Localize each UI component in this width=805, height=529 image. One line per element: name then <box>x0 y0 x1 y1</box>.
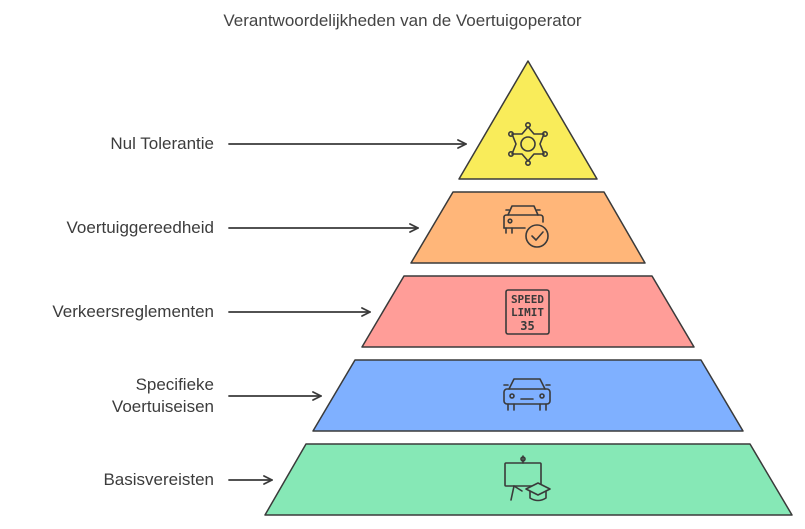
car-icon <box>503 378 551 411</box>
speed-sign-line2: LIMIT <box>511 306 544 319</box>
speed-sign-line3: 35 <box>520 319 534 333</box>
label-voertuiggereedheid: Voertuiggereedheid <box>66 218 214 237</box>
car-check-icon <box>503 205 549 248</box>
layer-voertuiggereedheid <box>410 191 646 264</box>
layer-nul-tolerantie <box>458 60 598 180</box>
label-line-1: Specifieke <box>135 375 214 394</box>
classroom-graduation-icon <box>504 455 551 502</box>
label-verkeersreglementen: Verkeersreglementen <box>52 302 214 321</box>
label-line-2: Voertuiseisen <box>111 397 214 416</box>
sheriff-star-icon <box>507 122 548 167</box>
label-nul-tolerantie: Nul Tolerantie <box>110 134 214 153</box>
speed-limit-sign-icon: SPEED LIMIT 35 <box>505 289 550 335</box>
layer-verkeersreglementen <box>361 275 695 348</box>
label-basisvereisten: Basisvereisten <box>103 470 214 489</box>
layer-specifieke-voertuiseisen <box>312 359 744 432</box>
layer-basisvereisten <box>264 443 793 516</box>
label-specifieke-voertuiseisen: Specifieke Voertuiseisen <box>112 374 214 418</box>
speed-sign-line1: SPEED <box>511 293 544 306</box>
diagram-title: Verantwoordelijkheden van de Voertuigope… <box>223 11 582 30</box>
